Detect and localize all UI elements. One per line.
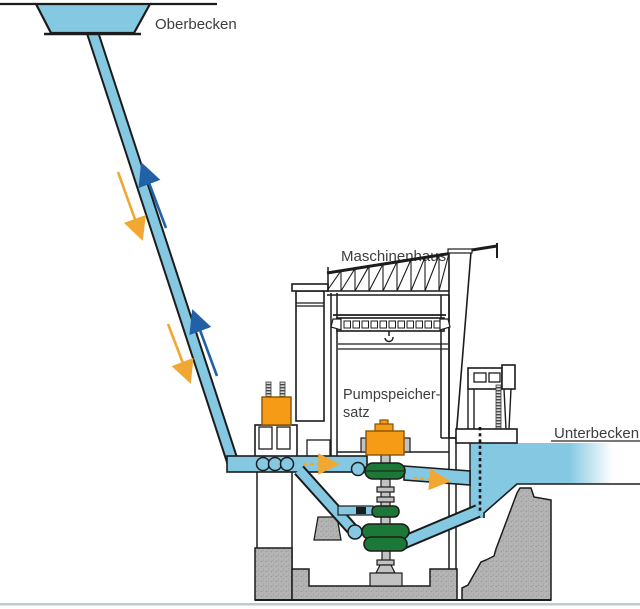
- valve: [255, 456, 271, 472]
- tower-cap: [291, 283, 329, 292]
- coupling: [376, 486, 395, 493]
- bushing: [265, 381, 272, 399]
- image-bottom-border: [0, 603, 640, 606]
- valve: [267, 456, 283, 472]
- label-pumpspeichersatz-line1: Pumpspeicher-: [343, 387, 441, 403]
- storage-pump-stage: [363, 536, 408, 552]
- upper-basin-water: [34, 2, 152, 35]
- roof-truss: [326, 243, 498, 296]
- label-pumpspeichersatz-line2: satz: [343, 405, 370, 421]
- pump-inlet-valve: [347, 524, 363, 540]
- foundation-left: [254, 547, 293, 601]
- lower-reservoir: Unterbecken: [455, 425, 640, 518]
- closed-valve: [356, 507, 366, 514]
- penstock-flow-arrows: [116, 162, 219, 384]
- lower-basin-water: [470, 443, 640, 518]
- label-unterbecken: Unterbecken: [554, 425, 639, 442]
- upper-reservoir: Oberbecken: [0, 2, 240, 466]
- coupling: [376, 496, 395, 503]
- auxiliary-pipe: [337, 505, 374, 516]
- flow-down-arrow-icon: [166, 323, 194, 384]
- overhead-crane: [330, 314, 451, 343]
- label-oberbecken: Oberbecken: [155, 16, 237, 33]
- concrete-foundation: [254, 457, 552, 601]
- bushing: [279, 381, 286, 399]
- window: [473, 372, 487, 383]
- label-maschinenhaus: Maschinenhaus: [341, 248, 446, 265]
- flow-up-arrow-icon: [189, 309, 219, 377]
- auxiliary-turbine: [371, 505, 400, 518]
- thrust-cone: [375, 564, 396, 574]
- machine-house: Maschinenhaus: [291, 243, 498, 569]
- motor-generator: [365, 419, 405, 456]
- flow-up-arrow-icon: [138, 162, 168, 229]
- pipe-pedestal: [313, 516, 342, 541]
- pump-branch-pipe: [294, 465, 357, 534]
- shaft: [380, 478, 391, 508]
- turbine-inlet-valve: [350, 461, 366, 477]
- gate-screw-rod: [495, 384, 502, 431]
- draft-tube: [403, 465, 471, 486]
- flow-arrow-draft-tube-icon: [412, 468, 451, 491]
- window: [488, 372, 501, 383]
- valve: [279, 456, 295, 472]
- pump-storage-set: [360, 419, 411, 587]
- transformer: [261, 381, 292, 426]
- crane-hook-icon: [384, 331, 394, 343]
- gate-hoist-structure: [467, 364, 516, 431]
- embankment-wedge: [461, 487, 552, 601]
- pipework: [226, 455, 481, 550]
- ventilation-tower: [295, 290, 325, 422]
- thrust-flange: [376, 559, 395, 566]
- penstock-pipe: [84, 25, 240, 466]
- intake-deck: [455, 428, 518, 444]
- turbine-inlet-pipe: [226, 455, 368, 473]
- base-block: [369, 572, 403, 587]
- pump-discharge-pipe: [399, 504, 481, 550]
- flow-down-arrow-icon: [116, 171, 146, 241]
